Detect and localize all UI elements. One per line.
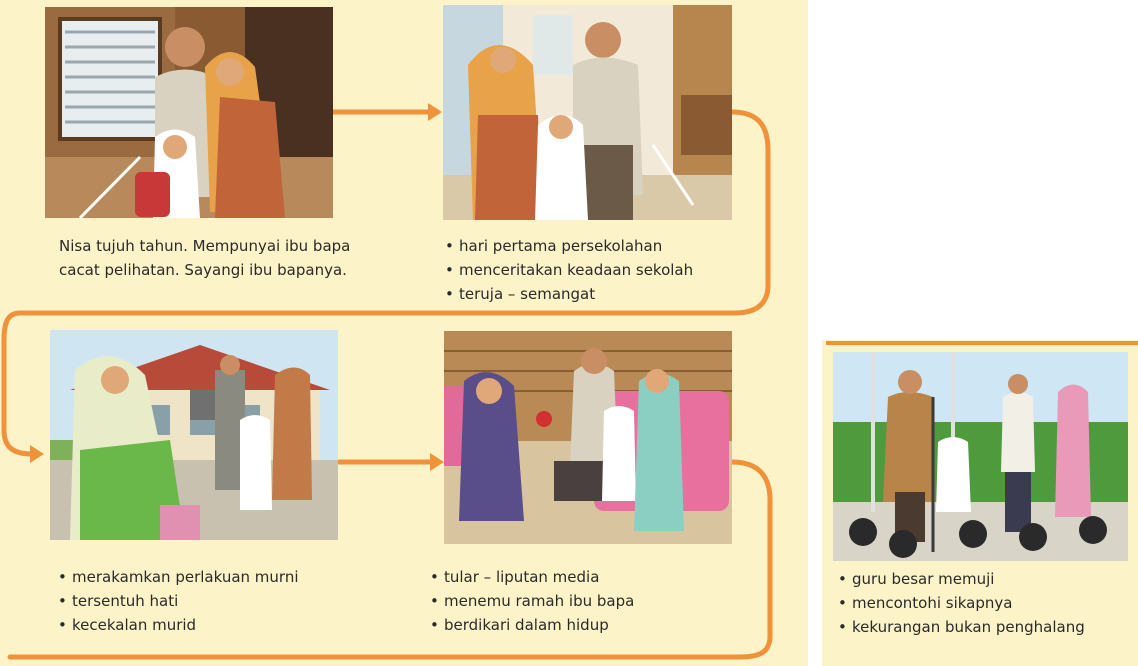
list-item: •merakamkan perlakuan murni [58, 568, 299, 586]
panel-3-caption: •merakamkan perlakuan murni •tersentuh h… [56, 565, 299, 637]
panel-4-caption: •tular – liputan media •menemu ramah ibu… [428, 565, 634, 637]
list-item: •menemu ramah ibu bapa [430, 592, 635, 610]
panel-5-caption: •guru besar memuji •mencontohi sikapnya … [836, 567, 1085, 639]
list-item: •mencontohi sikapnya [838, 594, 1013, 612]
panel-4-illustration [444, 331, 732, 544]
list-item: •kecekalan murid [58, 616, 197, 634]
list-item: •berdikari dalam hidup [430, 616, 609, 634]
panel-3-illustration [50, 330, 338, 540]
list-item: •tular – liputan media [430, 568, 600, 586]
panel-1-caption: Nisa tujuh tahun. Mempunyai ibu bapa cac… [59, 234, 350, 282]
side-sheet-border [826, 341, 1138, 345]
list-item: •teruja – semangat [445, 285, 596, 303]
panel-1-caption-line: Nisa tujuh tahun. Mempunyai ibu bapa [59, 237, 351, 255]
list-item: •menceritakan keadaan sekolah [445, 261, 694, 279]
panel-5-illustration [833, 352, 1128, 561]
panel-1-illustration [45, 7, 333, 218]
list-item: •tersentuh hati [58, 592, 179, 610]
list-item: •kekurangan bukan penghalang [838, 618, 1085, 636]
list-item: •guru besar memuji [838, 570, 995, 588]
panel-2-caption: •hari pertama persekolahan •menceritakan… [443, 234, 693, 306]
list-item: •hari pertama persekolahan [445, 237, 663, 255]
panel-1-caption-line: cacat pelihatan. Sayangi ibu bapanya. [59, 261, 347, 279]
panel-2-illustration [443, 5, 732, 220]
